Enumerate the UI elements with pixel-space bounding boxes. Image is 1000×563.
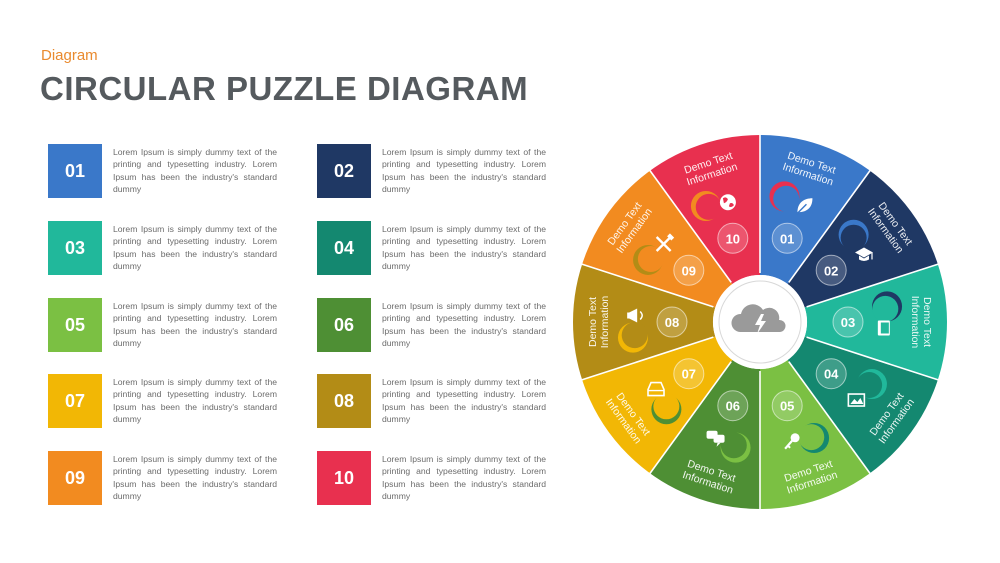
label-line-2: Information: [909, 296, 921, 349]
number-circle-02: [815, 254, 847, 286]
segment-number-01: 01: [780, 231, 794, 246]
item-description: Lorem Ipsum is simply dummy text of the …: [113, 454, 277, 502]
number-circle-07: [673, 358, 705, 390]
segment-01: [760, 134, 871, 284]
lightning-bolt: [755, 314, 766, 334]
megaphone-icon: [627, 308, 643, 323]
number-circle-08: [656, 306, 688, 338]
chat-icon: [706, 430, 725, 447]
arc-tab-01: [773, 185, 800, 212]
page-title: CIRCULAR PUZZLE DIAGRAM: [40, 70, 529, 107]
seam-line: [648, 361, 732, 476]
arc-tab-06: [720, 432, 747, 459]
arc-tab-08: [621, 322, 648, 349]
arc-tab-10: [695, 193, 722, 220]
seam-line: [648, 168, 732, 283]
legend-item-01: 01 Lorem Ipsum is simply dummy text of t…: [48, 144, 298, 200]
legend-item-05: 05 Lorem Ipsum is simply dummy text of t…: [48, 298, 298, 354]
item-description: Lorem Ipsum is simply dummy text of the …: [382, 454, 546, 502]
legend-item-02: 02 Lorem Ipsum is simply dummy text of t…: [317, 144, 567, 200]
diagram-subtitle: Diagram: [41, 47, 98, 64]
book-icon: [877, 320, 890, 336]
legend-item-07: 07 Lorem Ipsum is simply dummy text of t…: [48, 374, 298, 430]
item-description: Lorem Ipsum is simply dummy text of the …: [113, 147, 277, 195]
tools-icon: [655, 233, 675, 252]
label-line-1: Demo Text: [921, 297, 933, 347]
number-badge: 05: [48, 298, 102, 352]
legend-item-06: 06 Lorem Ipsum is simply dummy text of t…: [317, 298, 567, 354]
number-badge: 04: [317, 221, 371, 275]
segment-03: [804, 263, 948, 381]
item-description: Lorem Ipsum is simply dummy text of the …: [382, 147, 546, 195]
item-description: Lorem Ipsum is simply dummy text of the …: [382, 377, 546, 425]
outer-rim: [571, 133, 949, 511]
globe-icon: [719, 194, 736, 211]
legend-item-09: 09 Lorem Ipsum is simply dummy text of t…: [48, 451, 298, 507]
seam-line: [806, 336, 940, 382]
seam-line: [806, 262, 940, 308]
key-icon: [784, 433, 800, 450]
segment-number-05: 05: [780, 399, 794, 414]
seam-line: [580, 336, 714, 382]
puzzle-seams: [571, 133, 949, 511]
number-badge: 03: [48, 221, 102, 275]
number-badge: 01: [48, 144, 102, 198]
arc-tab-03: [872, 295, 899, 322]
number-badge: 02: [317, 144, 371, 198]
image-icon: [847, 393, 866, 407]
cloud-shape: [731, 304, 786, 332]
number-badge: 09: [48, 451, 102, 505]
number-badge: 08: [317, 374, 371, 428]
arc-tab-02: [840, 224, 867, 251]
seam-line: [788, 168, 872, 283]
segment-number-04: 04: [824, 367, 839, 382]
legend-item-08: 08 Lorem Ipsum is simply dummy text of t…: [317, 374, 567, 430]
segment-number-10: 10: [726, 231, 740, 246]
item-description: Lorem Ipsum is simply dummy text of the …: [382, 224, 546, 272]
segment-label-03: Demo TextInformation: [909, 296, 933, 349]
segment-number-02: 02: [824, 263, 838, 278]
segment-06: [649, 360, 760, 510]
arc-tab-07: [653, 393, 680, 420]
legend-item-10: 10 Lorem Ipsum is simply dummy text of t…: [317, 451, 567, 507]
seam-line: [788, 361, 872, 476]
legend-item-03: 03 Lorem Ipsum is simply dummy text of t…: [48, 221, 298, 277]
puzzle-knobs: [617, 181, 903, 463]
arc-tab-09: [637, 246, 664, 272]
number-circle-09: [673, 254, 705, 286]
number-circle-06: [717, 390, 749, 422]
leaf-icon: [795, 198, 813, 215]
number-circle-10: [717, 222, 749, 254]
number-circle-01: [771, 222, 803, 254]
inbox-icon: [647, 381, 665, 397]
label-line-1: Demo Text: [587, 297, 599, 347]
segment-number-03: 03: [841, 315, 855, 330]
arc-tab-04: [856, 372, 883, 398]
segment-number-09: 09: [682, 263, 696, 278]
segment-number-07: 07: [682, 367, 696, 382]
number-circle-05: [771, 390, 803, 422]
number-badge: 06: [317, 298, 371, 352]
number-badge: 07: [48, 374, 102, 428]
number-circle-04: [815, 358, 847, 390]
segment-label-08: Demo TextInformation: [587, 296, 611, 349]
number-badge: 10: [317, 451, 371, 505]
seam-line: [580, 262, 714, 308]
arc-tab-05: [798, 424, 825, 451]
item-description: Lorem Ipsum is simply dummy text of the …: [113, 377, 277, 425]
legend-item-04: 04 Lorem Ipsum is simply dummy text of t…: [317, 221, 567, 277]
number-circle-03: [832, 306, 864, 338]
item-description: Lorem Ipsum is simply dummy text of the …: [113, 301, 277, 349]
segment-number-06: 06: [726, 399, 740, 414]
segment-number-08: 08: [665, 315, 679, 330]
label-line-2: Information: [599, 296, 611, 349]
item-description: Lorem Ipsum is simply dummy text of the …: [382, 301, 546, 349]
graduation-cap-icon: [854, 247, 873, 261]
item-description: Lorem Ipsum is simply dummy text of the …: [113, 224, 277, 272]
cloud-lightning-icon: [731, 304, 786, 334]
segment-08: [571, 263, 716, 381]
